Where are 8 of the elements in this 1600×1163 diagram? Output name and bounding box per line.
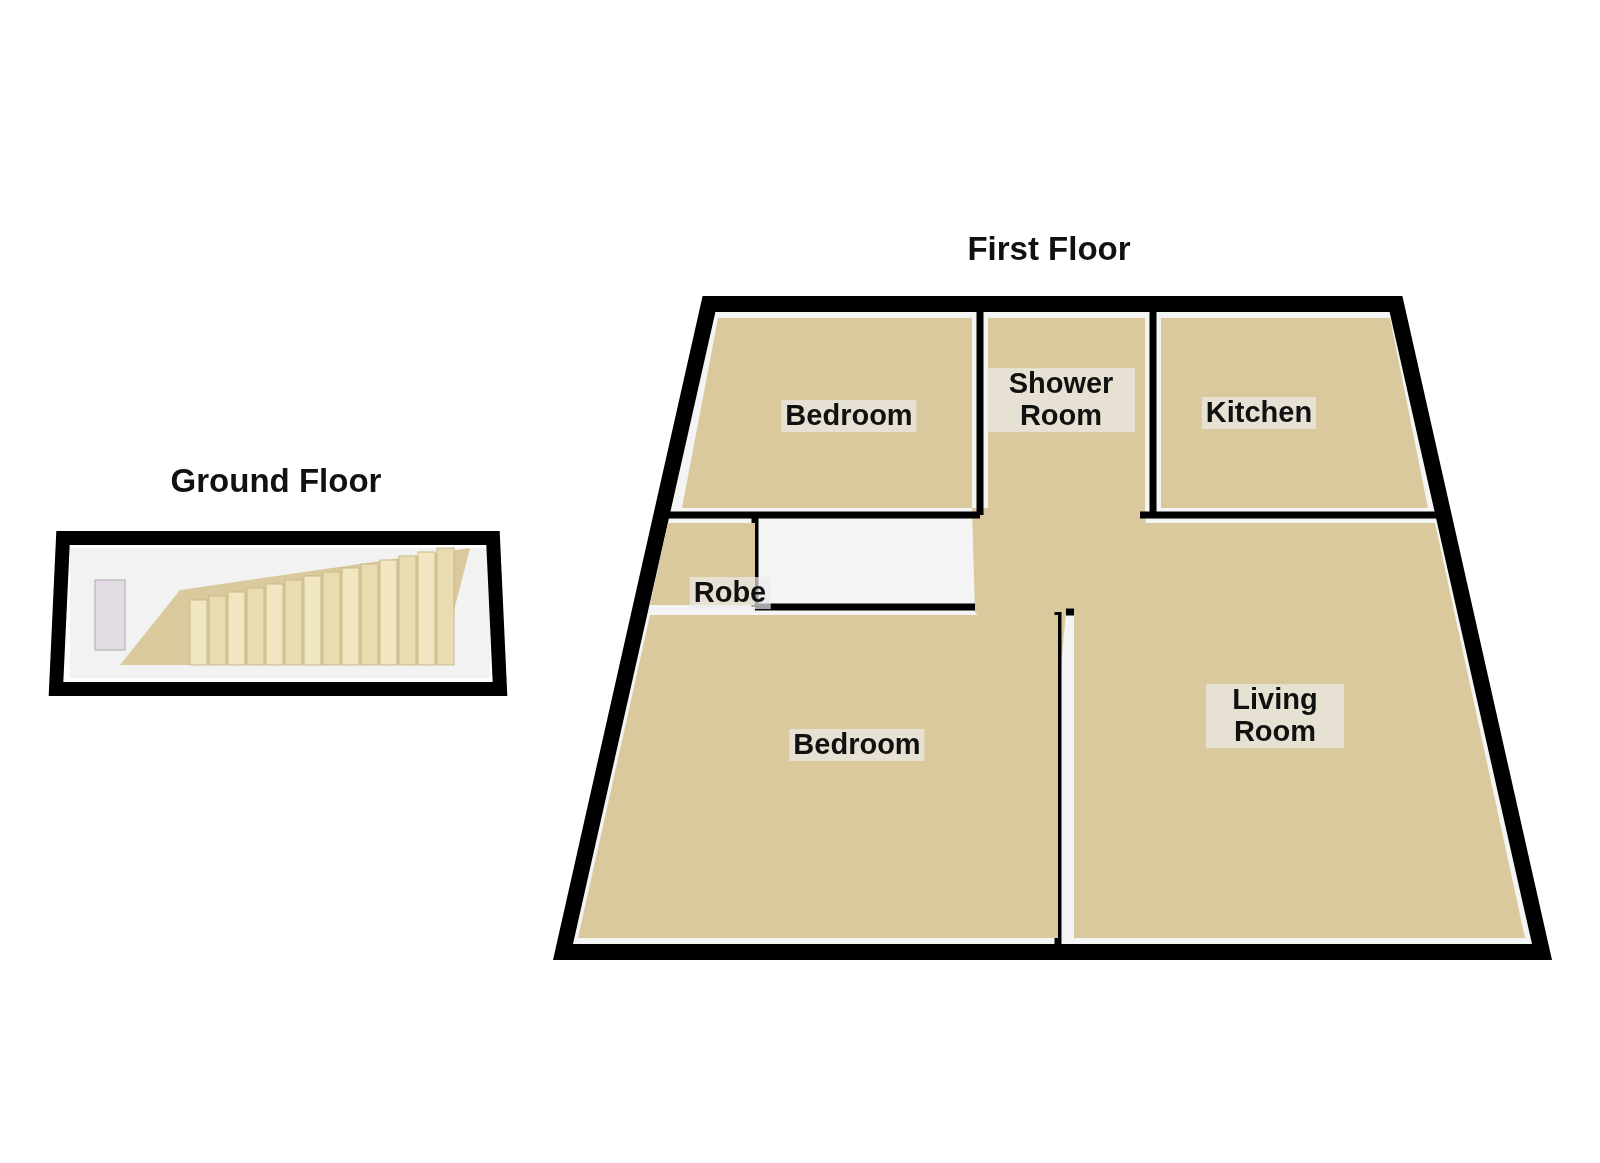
floor-heading: First Floor <box>967 230 1131 268</box>
floor-heading: Ground Floor <box>170 462 382 500</box>
room-name: Bedroom <box>781 400 917 432</box>
room-name: Kitchen <box>1201 397 1317 429</box>
room-name: Robe <box>689 577 771 609</box>
room-name: Shower Room <box>987 368 1135 432</box>
room-name: Living Room <box>1206 684 1344 748</box>
room-name: Bedroom <box>789 729 925 761</box>
